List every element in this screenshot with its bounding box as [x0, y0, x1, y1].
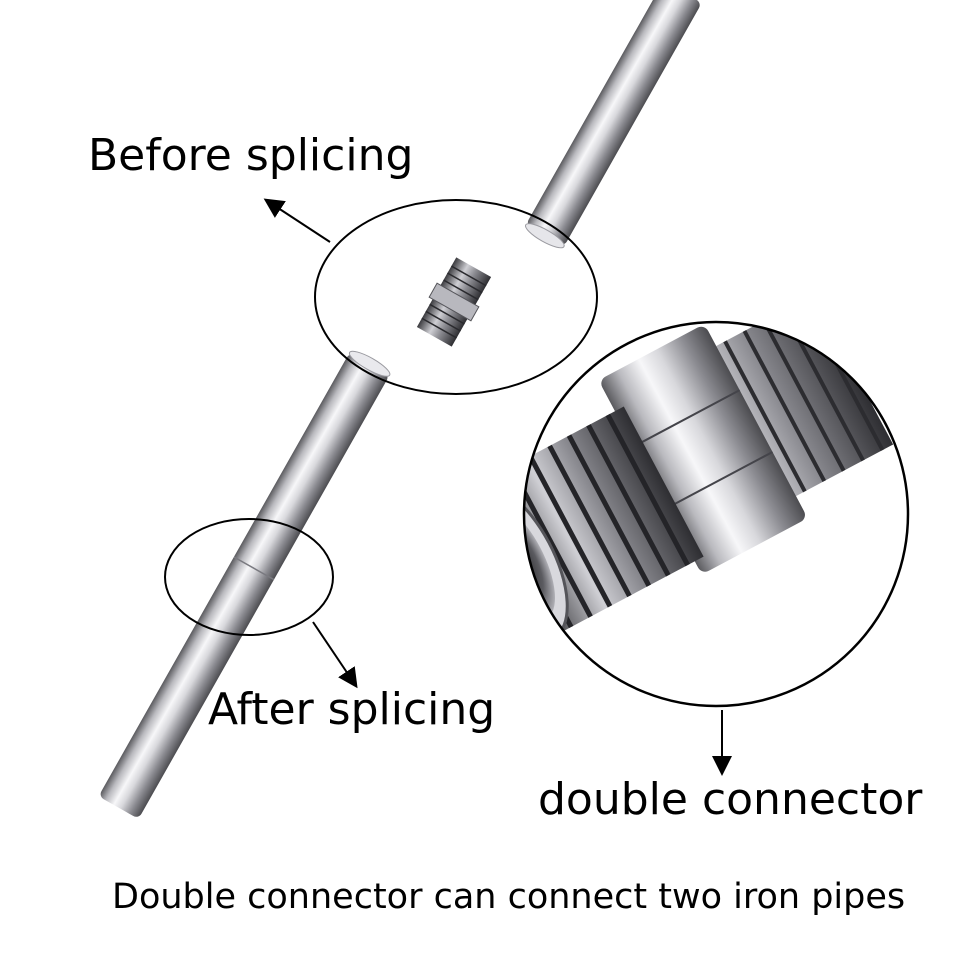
upper-pipe — [524, 0, 700, 249]
double-connector-label: double connector — [538, 774, 923, 825]
caption: Double connector can connect two iron pi… — [112, 877, 906, 917]
after-splice-callout — [164, 518, 334, 636]
before-splice-callout — [314, 199, 598, 395]
lower-pipe — [100, 350, 391, 817]
after-splicing-label: After splicing — [208, 684, 496, 735]
magnified-connector — [522, 320, 910, 708]
small-connector — [416, 257, 492, 347]
before-splicing-label: Before splicing — [88, 130, 414, 181]
after-arrow — [312, 621, 358, 689]
before-arrow — [263, 198, 331, 243]
